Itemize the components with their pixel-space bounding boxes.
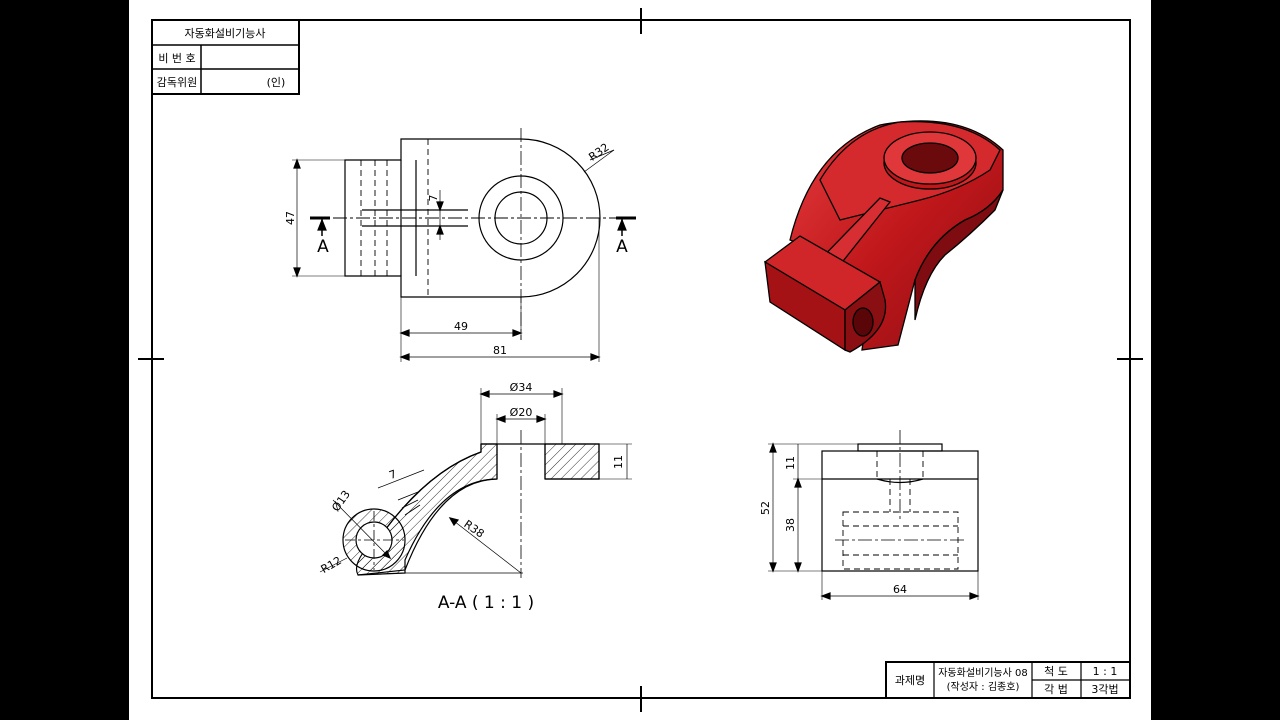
header-title: 자동화설비기능사 — [185, 27, 266, 40]
cut-label-left: A — [317, 237, 329, 257]
dim-r12: R12 — [319, 554, 344, 576]
method-label: 각 법 — [1044, 683, 1068, 696]
section-view — [319, 388, 632, 578]
cut-label-right: A — [616, 237, 628, 257]
title-label-name: 과제명 — [895, 674, 925, 687]
dim-r38: R38 — [461, 518, 486, 541]
top-view — [292, 128, 636, 362]
dim-d34: Ø34 — [510, 381, 533, 394]
header-row2-label: 감독위원 — [157, 76, 197, 89]
project-line1: 자동화설비기능사 08 — [938, 667, 1028, 679]
dim-d13: Ø13 — [329, 488, 353, 514]
dim-47: 47 — [284, 211, 297, 225]
dim-64: 64 — [893, 583, 907, 596]
dim-7-section: 7 — [387, 467, 398, 482]
lug-hole — [852, 307, 874, 337]
header-row1-label: 비 번 호 — [158, 52, 195, 65]
dim-7-top: 7 — [427, 195, 440, 202]
project-line2: (작성자 : 김종호) — [947, 681, 1020, 693]
header-block: 자동화설비기능사 비 번 호 감독위원 (인) — [151, 19, 300, 95]
drawing-border — [151, 19, 1131, 699]
scale-value: 1 : 1 — [1093, 665, 1118, 678]
dim-38: 38 — [784, 518, 797, 532]
scale-label: 척 도 — [1044, 665, 1068, 678]
dim-11-side: 11 — [784, 456, 797, 470]
dim-11-section: 11 — [612, 455, 625, 469]
dim-49: 49 — [454, 320, 468, 333]
dim-81: 81 — [493, 344, 507, 357]
top-hole — [901, 142, 959, 174]
isometric-render — [763, 120, 1004, 353]
drawing-sheet — [129, 0, 1151, 720]
header-row2-value: (인) — [267, 76, 286, 89]
side-view — [768, 430, 980, 600]
dim-d20: Ø20 — [510, 406, 533, 419]
title-block — [885, 661, 1131, 699]
section-caption: A-A ( 1 : 1 ) — [438, 593, 534, 613]
centering-marks — [138, 8, 1143, 712]
dim-52: 52 — [759, 501, 772, 515]
method-value: 3각법 — [1091, 683, 1118, 696]
